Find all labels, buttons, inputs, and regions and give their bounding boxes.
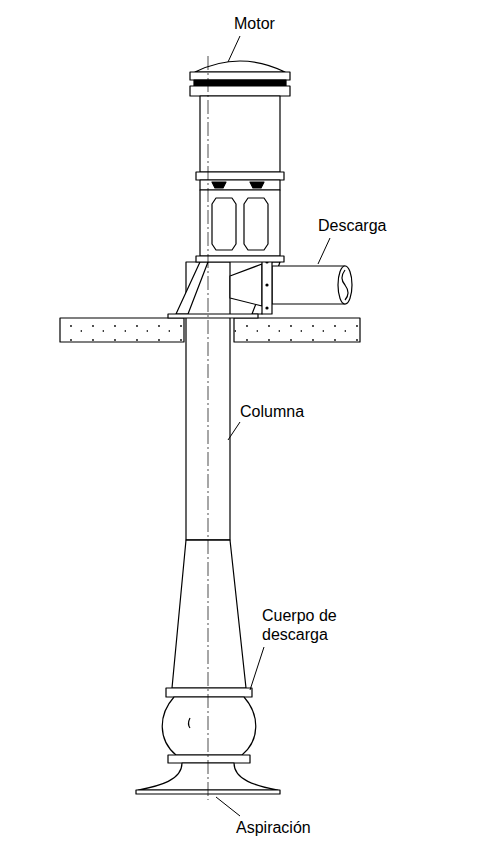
head-ring xyxy=(196,256,284,262)
head-leg xyxy=(176,262,208,314)
leader-line xyxy=(228,422,240,440)
discharge-pipe xyxy=(272,266,345,304)
discharge-bowl xyxy=(162,697,256,755)
motor-cap xyxy=(195,61,285,72)
leader-line xyxy=(250,647,264,690)
discharge-cone xyxy=(230,264,262,306)
floor-texture xyxy=(60,318,184,342)
center-line xyxy=(208,56,209,800)
part-label: Descarga xyxy=(318,216,386,235)
floor-slab xyxy=(234,318,360,342)
bowl-mark xyxy=(189,718,191,728)
part-label: Aspiración xyxy=(236,818,311,837)
lantern-support xyxy=(200,190,280,256)
floor-texture xyxy=(234,318,360,342)
pipe-flange xyxy=(262,256,272,314)
floor-slab xyxy=(60,318,184,342)
part-label: Columna xyxy=(240,402,304,421)
motor-slot xyxy=(212,182,264,188)
leader-line xyxy=(318,238,330,264)
motor-body xyxy=(200,96,280,172)
lantern-window xyxy=(244,198,268,250)
bowl-flange xyxy=(168,755,250,763)
leader-line xyxy=(216,797,240,816)
motor-ring xyxy=(196,172,284,180)
motor-band xyxy=(200,180,280,190)
part-label: Motor xyxy=(234,14,275,33)
motor-plate xyxy=(190,86,290,96)
column-taper xyxy=(172,540,246,688)
leader-line xyxy=(228,36,240,62)
base-plate xyxy=(168,314,258,318)
pipe-break xyxy=(338,266,352,304)
motor-plate xyxy=(190,72,290,80)
part-label: Cuerpo de descarga xyxy=(262,606,358,644)
bowl-flange xyxy=(166,688,252,697)
pipe-break-line xyxy=(342,270,348,300)
lantern-window xyxy=(212,198,236,250)
